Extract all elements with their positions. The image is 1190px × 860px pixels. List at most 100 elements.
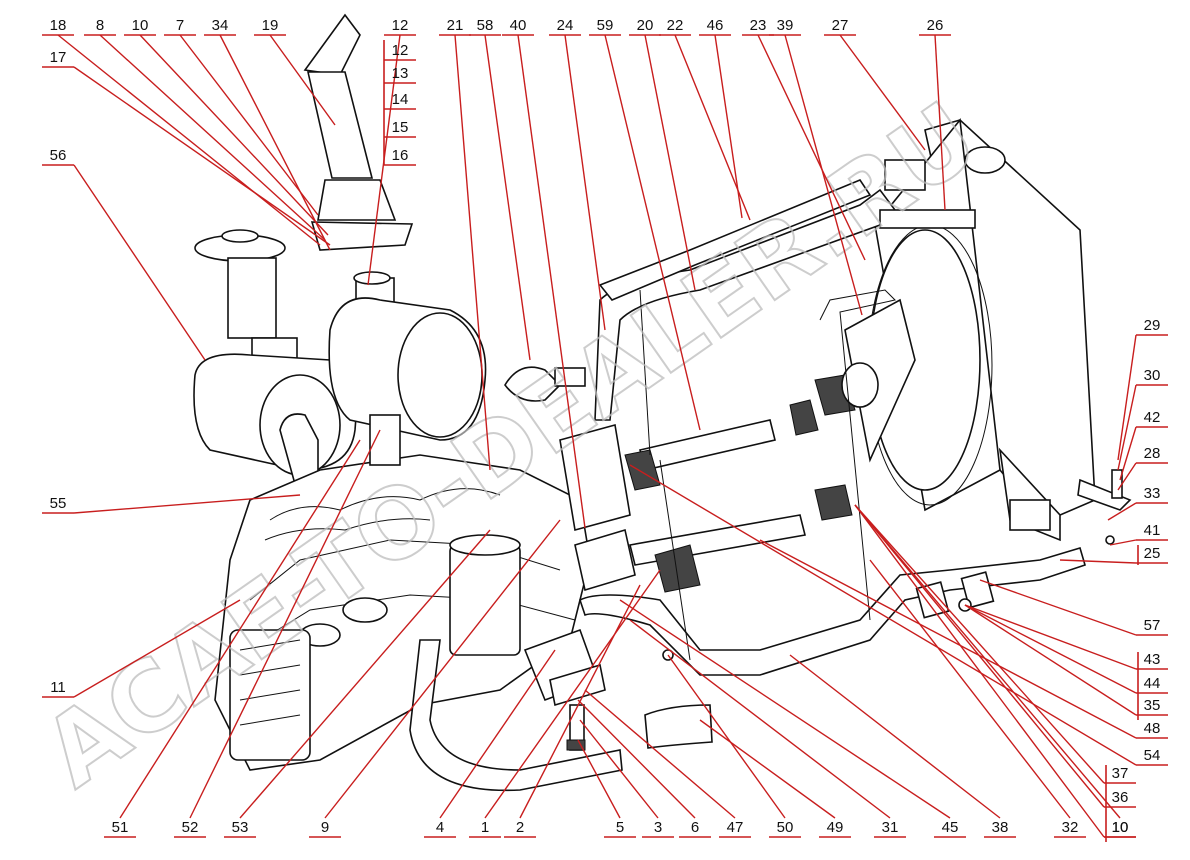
callout-label: 13 xyxy=(392,65,409,82)
callout-leader-line xyxy=(979,579,1137,636)
callout-label: 35 xyxy=(1144,697,1161,714)
callout-right-35: 35 xyxy=(964,604,1168,716)
callout-leader-line xyxy=(644,34,696,291)
callout-leader-line xyxy=(219,34,331,251)
callout-label: 29 xyxy=(1144,317,1161,334)
callout-label: 50 xyxy=(777,819,794,836)
callout-top-21: 21 xyxy=(439,17,491,471)
callout-label: 20 xyxy=(637,17,654,34)
callout-bottom-38: 38 xyxy=(789,654,1016,838)
callout-leader-line xyxy=(1117,462,1137,491)
callout-label: 41 xyxy=(1144,522,1161,539)
callout-label: 57 xyxy=(1144,617,1161,634)
callout-label: 53 xyxy=(232,819,249,836)
callout-top-8: 8 xyxy=(84,17,326,241)
callout-label: 52 xyxy=(182,819,199,836)
hoses xyxy=(409,179,1086,792)
callout-right-37: 37 xyxy=(854,504,1136,784)
callout-leader-line xyxy=(667,654,786,819)
callout-bottom-1: 1 xyxy=(469,569,661,838)
callout-label: 10 xyxy=(1112,819,1129,836)
callout-label: 3 xyxy=(654,819,662,836)
callout-leader-line xyxy=(484,569,661,819)
callout-bottom-10: 10 xyxy=(854,504,1136,838)
callout-right-54: 54 xyxy=(629,464,1168,766)
callout-leader-line xyxy=(579,719,659,819)
callout-label: 5 xyxy=(616,819,624,836)
callout-leader-line xyxy=(564,34,606,331)
callout-leader-line xyxy=(1107,502,1137,521)
callout-top-24: 24 xyxy=(549,17,606,331)
callout-leader-line xyxy=(584,689,736,819)
callout-top-34: 34 xyxy=(204,17,331,251)
callout-bottom-50: 50 xyxy=(667,654,801,838)
callout-leader-line xyxy=(604,34,701,431)
callout-label: 2 xyxy=(516,819,524,836)
callout-top-46: 46 xyxy=(699,17,743,219)
callout-label: 10 xyxy=(132,17,149,34)
callout-label: 56 xyxy=(50,147,67,164)
callout-stack-12-16: 16 xyxy=(384,147,416,166)
callout-leader-line xyxy=(119,439,361,819)
callout-label: 1 xyxy=(481,819,489,836)
callout-leader-line xyxy=(759,539,1137,739)
callout-leader-line xyxy=(189,429,381,819)
callout-leader-line xyxy=(629,464,1137,766)
callout-bottom-3: 3 xyxy=(579,719,674,838)
callout-top-20: 20 xyxy=(629,17,696,291)
callout-left-55: 55 xyxy=(42,494,301,514)
callout-bottom-4: 4 xyxy=(424,649,556,838)
callout-label: 45 xyxy=(942,819,959,836)
callout-label: 12 xyxy=(392,17,409,34)
callout-label: 9 xyxy=(321,819,329,836)
callout-stack-12-12: 12 xyxy=(384,42,416,61)
callout-right-30: 30 xyxy=(1117,367,1168,471)
callout-label: 55 xyxy=(50,495,67,512)
callout-leader-line xyxy=(57,34,321,246)
callout-label: 23 xyxy=(750,17,767,34)
callout-bottom-52: 52 xyxy=(174,429,381,838)
callout-stack-12-15: 15 xyxy=(384,119,416,138)
callout-leader-line xyxy=(1119,426,1137,481)
callout-label: 17 xyxy=(50,49,67,66)
callout-label: 37 xyxy=(1112,765,1129,782)
callout-leader-line xyxy=(73,164,206,361)
callout-label: 8 xyxy=(96,17,104,34)
callout-bottom-47: 47 xyxy=(584,689,751,838)
callout-leader-line xyxy=(757,34,866,261)
callout-top-7: 7 xyxy=(164,17,319,216)
callout-label: 4 xyxy=(436,819,444,836)
callout-leader-line xyxy=(73,494,301,514)
callout-leader-line xyxy=(577,739,621,819)
callout-label: 51 xyxy=(112,819,129,836)
callout-right-25: 25 xyxy=(1059,545,1168,564)
brackets xyxy=(523,423,1123,751)
callout-bottom-51: 51 xyxy=(104,439,361,838)
callout-label: 42 xyxy=(1144,409,1161,426)
callout-label: 15 xyxy=(392,119,409,136)
callout-leader-line xyxy=(179,34,319,216)
callout-label: 47 xyxy=(727,819,744,836)
callout-label: 58 xyxy=(477,17,494,34)
engine xyxy=(214,414,591,771)
callout-leader-line xyxy=(1109,539,1137,546)
callout-top-18: 18 xyxy=(42,17,321,246)
callout-label: 44 xyxy=(1144,675,1161,692)
frame-rails xyxy=(639,289,897,661)
callout-leader-line xyxy=(869,559,1071,819)
callout-leader-line xyxy=(99,34,326,241)
watermark-text: ACAE-TO-DEALER.RU xyxy=(24,81,997,809)
callout-label: 38 xyxy=(992,819,1009,836)
callout-right-28: 28 xyxy=(1117,445,1168,491)
callout-bottom-49: 49 xyxy=(699,719,851,838)
callout-leader-line xyxy=(854,504,1105,808)
callout-leader-line xyxy=(517,34,586,529)
callout-label: 48 xyxy=(1144,720,1161,737)
callout-top-10: 10 xyxy=(124,17,329,236)
callout-right-36: 36 xyxy=(854,504,1136,808)
callout-leader-line xyxy=(854,504,1105,838)
callout-leader-line xyxy=(454,34,491,471)
callout-label: 46 xyxy=(707,17,724,34)
